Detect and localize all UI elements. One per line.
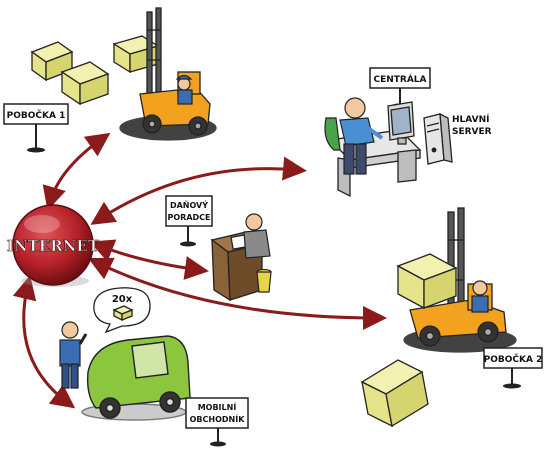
tax-advisor-label-line2: PORADCE [168,213,211,222]
branch1-node: POBOČKA 1 [3,7,217,153]
connection-arrows [12,132,387,409]
internet-globe [12,204,94,286]
tax-advisor-label-line1: DAŇOVÝ [170,199,208,210]
forklift-driver [175,74,193,105]
cargo-box [396,253,458,310]
branch2-sign: POBOČKA 2 [483,347,543,389]
speech-bubble: 20x [93,287,151,334]
mobile-sales-sign: MOBILNÍ OBCHODNÍK [185,397,249,447]
forklift-driver [471,280,489,313]
cargo-box [30,41,74,82]
delivery-van [81,335,191,421]
mobile-sales-label-line1: MOBILNÍ [198,401,237,412]
headquarters-node: CENTRÁLA [324,67,492,198]
main-server [423,112,453,165]
arrow-internet-tax-advisor [89,239,209,280]
server-label-line1: HLAVNÍ [452,113,490,125]
cargo-box [360,359,429,428]
headquarters-sign: CENTRÁLA [369,67,431,109]
arrow-internet-mobile-sales [12,275,76,409]
arrow-internet-branch2 [87,257,387,330]
computer-monitor [387,101,415,145]
advisor-desk [210,231,264,302]
branch1-sign: POBOČKA 1 [3,103,69,153]
bubble-text: 20x [112,294,133,305]
arrow-internet-branch1 [42,132,111,211]
internet-label: INTERNET [7,237,100,255]
branch1-label: POBOČKA 1 [7,109,66,121]
internet-hub: INTERNET [7,204,100,287]
cargo-box [60,61,110,106]
headquarters-label: CENTRÁLA [373,73,426,85]
arrow-internet-headquarters [90,156,307,225]
tax-advisor-person [243,213,271,259]
mobile-sales-label-line2: OBCHODNÍK [190,413,246,424]
trash-bin [256,268,272,293]
forklift [119,7,217,141]
branch2-label: POBOČKA 2 [484,353,543,365]
tax-advisor-node: DAŇOVÝ PORADCE [165,195,272,302]
branch2-node: POBOČKA 2 [360,207,543,428]
salesman [59,321,88,389]
mobile-sales-node: 20x MOBILNÍ OBCHODNÍK [59,287,249,447]
tax-advisor-sign: DAŇOVÝ PORADCE [165,195,213,247]
server-label-line2: SERVER [452,127,492,137]
office-worker [324,97,384,175]
